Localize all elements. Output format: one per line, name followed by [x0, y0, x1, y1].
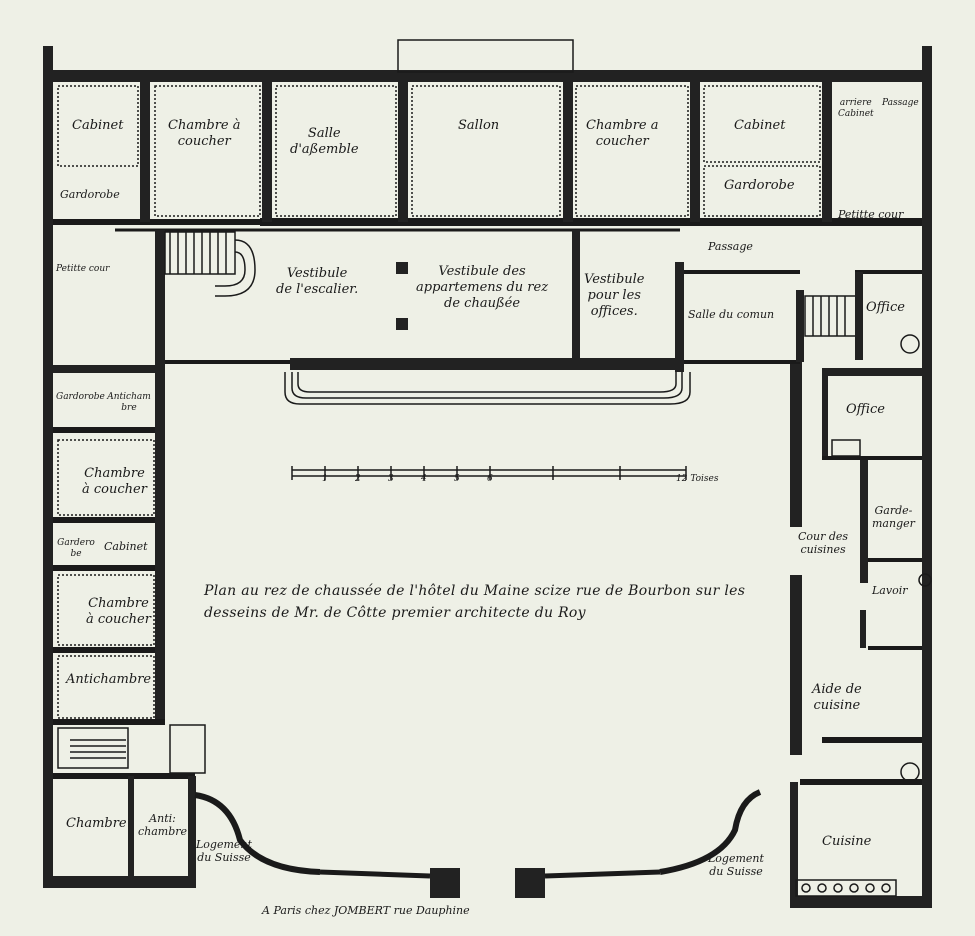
scale-number-4: 4: [421, 474, 427, 484]
room-vestibule-offices: Vestibule pour les offices.: [584, 272, 645, 319]
gate-pier-left: [430, 868, 460, 898]
outer-wall-top-left: [43, 70, 403, 82]
room-cuisine: Cuisine: [822, 834, 872, 849]
top-terrace: [397, 39, 574, 73]
room-chambre-top-right: Chambre a coucher: [586, 118, 659, 149]
scale-number-1: 1: [322, 474, 328, 484]
room-cabinet-left-2: Cabinet: [104, 540, 148, 553]
room-salle-comun: Salle du comun: [688, 308, 775, 321]
scale-end-label: 12 Toises: [676, 474, 719, 484]
bottom-wall-right: [790, 896, 932, 908]
room-lavoir: Lavoir: [872, 584, 908, 597]
court-wall-right: [659, 789, 762, 875]
room-antichambre-bottom: Anti: chambre: [138, 812, 188, 838]
grand-staircase: [164, 231, 256, 297]
bottom-wall-left: [43, 876, 195, 888]
room-cour-cuisines: Cour des cuisines: [798, 530, 849, 556]
room-garderobe-right: Gardorobe: [724, 178, 795, 193]
room-petite-cour-right: Petitte cour: [838, 208, 904, 221]
outer-wall-top-right: [570, 70, 932, 82]
kitchen-ovens: [795, 879, 897, 897]
room-antichambre-small: Antichambre: [107, 392, 151, 413]
room-chambre-left-2: Chambre à coucher: [86, 596, 151, 627]
plan-caption-line-1: Plan au rez de chaussée de l'hôtel du Ma…: [204, 583, 746, 599]
office-stair: [804, 295, 858, 337]
room-antichambre-left: Antichambre: [66, 672, 152, 687]
room-aide-cuisine: Aide de cuisine: [812, 682, 862, 713]
room-garderobe-top-left: Gardorobe: [60, 188, 120, 201]
room-gardorobe-left: Gardorobe: [56, 392, 105, 402]
room-office-mid: Office: [846, 402, 885, 417]
room-logement-suisse-right: Logement du Suisse: [708, 852, 764, 878]
outer-wall-top-center: [403, 70, 570, 82]
scale-number-6: 6: [487, 474, 493, 484]
room-cabinet-left: Cabinet: [72, 118, 124, 133]
room-garde-manger: Garde- manger: [872, 504, 915, 530]
room-chambre-top-left: Chambre à coucher: [168, 118, 241, 149]
scale-number-5: 5: [454, 474, 460, 484]
room-passage-top: Passage: [882, 98, 919, 108]
left-stair: [57, 727, 129, 769]
plan-caption-line-2: desseins de Mr. de Côtte premier archite…: [204, 605, 586, 621]
publisher-imprint: A Paris chez JOMBERT rue Dauphine: [262, 904, 470, 917]
scale-number-2: 2: [355, 474, 361, 484]
room-vestibule-appartemens: Vestibule des appartemens du rez de chau…: [416, 264, 549, 311]
room-office-top: Office: [866, 300, 905, 315]
room-chambre-bottom: Chambre: [66, 816, 127, 831]
room-garderobe-left-2: Garderobe: [57, 538, 95, 559]
outer-wall-left: [43, 46, 53, 888]
entrance-steps: [284, 358, 691, 405]
outer-wall-right: [922, 46, 932, 908]
scale-bar: [291, 466, 687, 480]
room-chambre-left-1: Chambre à coucher: [82, 466, 147, 497]
room-salle-assemble: Salle d'aßemble: [290, 126, 359, 157]
room-passage-mid: Passage: [708, 240, 753, 253]
scale-number-3: 3: [388, 474, 394, 484]
room-petite-cour-left: Petitte cour: [56, 264, 110, 274]
room-cabinet-right: Cabinet: [734, 118, 786, 133]
room-arriere-cabinet: arriere Cabinet: [838, 98, 874, 119]
room-sallon: Sallon: [458, 118, 500, 133]
room-vestibule-escalier: Vestibule de l'escalier.: [276, 266, 359, 297]
gate-pier-right: [515, 868, 545, 898]
room-logement-suisse-left: Logement du Suisse: [196, 838, 252, 864]
court-wall-left: [194, 792, 321, 875]
